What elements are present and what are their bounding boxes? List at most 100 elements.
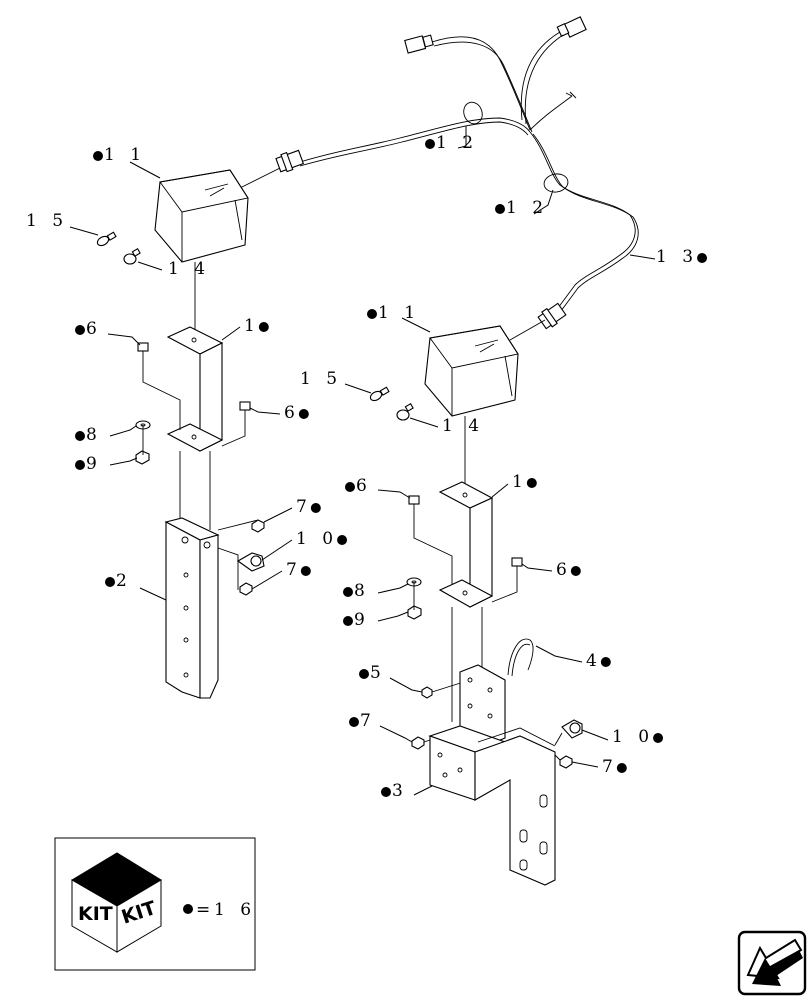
leader-line	[263, 507, 293, 523]
kit-bullet-icon	[425, 139, 435, 149]
leader-line	[129, 161, 161, 179]
callout-1a: 1	[221, 316, 269, 341]
callout-number: 6	[556, 560, 572, 580]
callout-number: 1 3	[656, 247, 698, 267]
kit-bullet-icon	[93, 151, 103, 161]
callout-number: 1	[512, 472, 528, 492]
clamp-left	[236, 552, 265, 572]
mounting-bracket-left	[166, 326, 224, 452]
kit-bullet-icon	[310, 503, 321, 513]
leader-line	[389, 677, 423, 693]
callout-6a: 6	[75, 319, 141, 346]
leader-line	[109, 425, 137, 437]
leader-line	[261, 539, 293, 561]
callout-9b: 9	[343, 610, 409, 630]
callout-number: 1 2	[436, 133, 478, 153]
callout-12b: 1 2	[495, 189, 554, 218]
bolt-left-upper	[137, 342, 149, 360]
bulb-right-alt	[396, 403, 414, 421]
callout-number: 8	[86, 425, 102, 445]
kit-number: 1 6	[214, 900, 256, 920]
leader-line	[535, 645, 583, 663]
callout-11a: 1 1	[93, 145, 161, 179]
kit-equals: =	[196, 900, 210, 920]
leader-line	[629, 254, 656, 260]
callout-5: 5	[359, 663, 423, 693]
callout-number: 1 5	[26, 211, 68, 231]
callout-number: 5	[370, 663, 386, 683]
harness-connector-right	[537, 302, 567, 330]
leader-line	[139, 587, 167, 601]
left-lamp-assembly	[96, 169, 265, 699]
kit-bullet-icon	[343, 616, 353, 626]
callout-number: 1 0	[612, 727, 654, 747]
kit-box-icon: KIT KIT	[71, 852, 162, 953]
harness-connector-plug	[404, 34, 434, 54]
callout-number: 6	[86, 319, 102, 339]
leader-line	[344, 383, 372, 394]
leader-line	[457, 126, 467, 149]
callout-number: 1 1	[104, 145, 146, 165]
kit-bullet-icon	[570, 566, 581, 576]
callout-2: 2	[105, 571, 167, 601]
callout-10a: 1 0	[261, 529, 348, 561]
callout-number: 6	[284, 403, 300, 423]
kit-bullet-icon	[337, 535, 348, 545]
callout-number: 8	[354, 581, 370, 601]
callout-7b: 7	[251, 560, 311, 590]
callout-number: 7	[296, 497, 312, 517]
callout-10b: 1 0	[581, 727, 664, 747]
kit-legend: KIT KIT = 1 6	[54, 837, 256, 971]
leader-line	[491, 483, 509, 498]
leader-line	[379, 725, 413, 743]
leader-line	[377, 489, 411, 499]
callout-6c: 6	[345, 476, 411, 499]
kit-bullet-icon	[345, 482, 355, 492]
kit-bullet-icon	[75, 460, 85, 470]
callout-number: 9	[86, 454, 102, 474]
bolt-right-lower	[511, 557, 523, 576]
callout-14b: 1 4	[409, 416, 484, 436]
callout-1b: 1	[491, 472, 537, 498]
leader-line	[69, 226, 99, 236]
clamp-right	[561, 719, 583, 739]
kit-bullet-icon	[258, 322, 269, 332]
kit-label-left: KIT	[78, 903, 113, 925]
leader-line	[413, 785, 433, 796]
mounting-mast-left	[164, 517, 220, 699]
lock-nut	[421, 686, 433, 699]
callout-number: 1 2	[506, 198, 548, 218]
leader-line	[109, 457, 138, 466]
callout-6d: 6	[521, 560, 581, 580]
callout-15b: 1 5	[300, 369, 372, 394]
work-lamp-left	[154, 169, 249, 263]
leader-line	[409, 417, 439, 428]
leader-line	[377, 583, 409, 594]
callout-3: 3	[381, 781, 433, 801]
leader-line	[581, 729, 609, 741]
nut-right	[407, 605, 422, 620]
mounting-bracket-right	[438, 481, 494, 608]
callout-number: 9	[354, 610, 370, 630]
callout-number: 7	[360, 711, 376, 731]
leader-line	[377, 611, 409, 622]
leader-line	[251, 570, 283, 590]
callout-number: 1 4	[168, 259, 210, 279]
kit-bullet-icon	[105, 577, 115, 587]
leader-line	[401, 317, 431, 333]
bolt-left-lower	[239, 401, 251, 420]
callout-number: 1 4	[442, 416, 484, 436]
right-lamp-assembly	[369, 325, 583, 886]
callout-7d: 7	[571, 757, 627, 777]
callout-number: 1	[244, 316, 260, 336]
callout-13: 1 3	[629, 247, 708, 267]
nut-right-right	[559, 755, 573, 769]
callout-4: 4	[535, 645, 611, 671]
bulb-left-alt	[123, 248, 141, 265]
kit-bullet-icon	[343, 587, 353, 597]
callout-number: 3	[392, 781, 408, 801]
arrow-down-left-icon[interactable]	[737, 930, 807, 996]
leader-line	[137, 261, 163, 271]
leader-line	[521, 563, 553, 572]
